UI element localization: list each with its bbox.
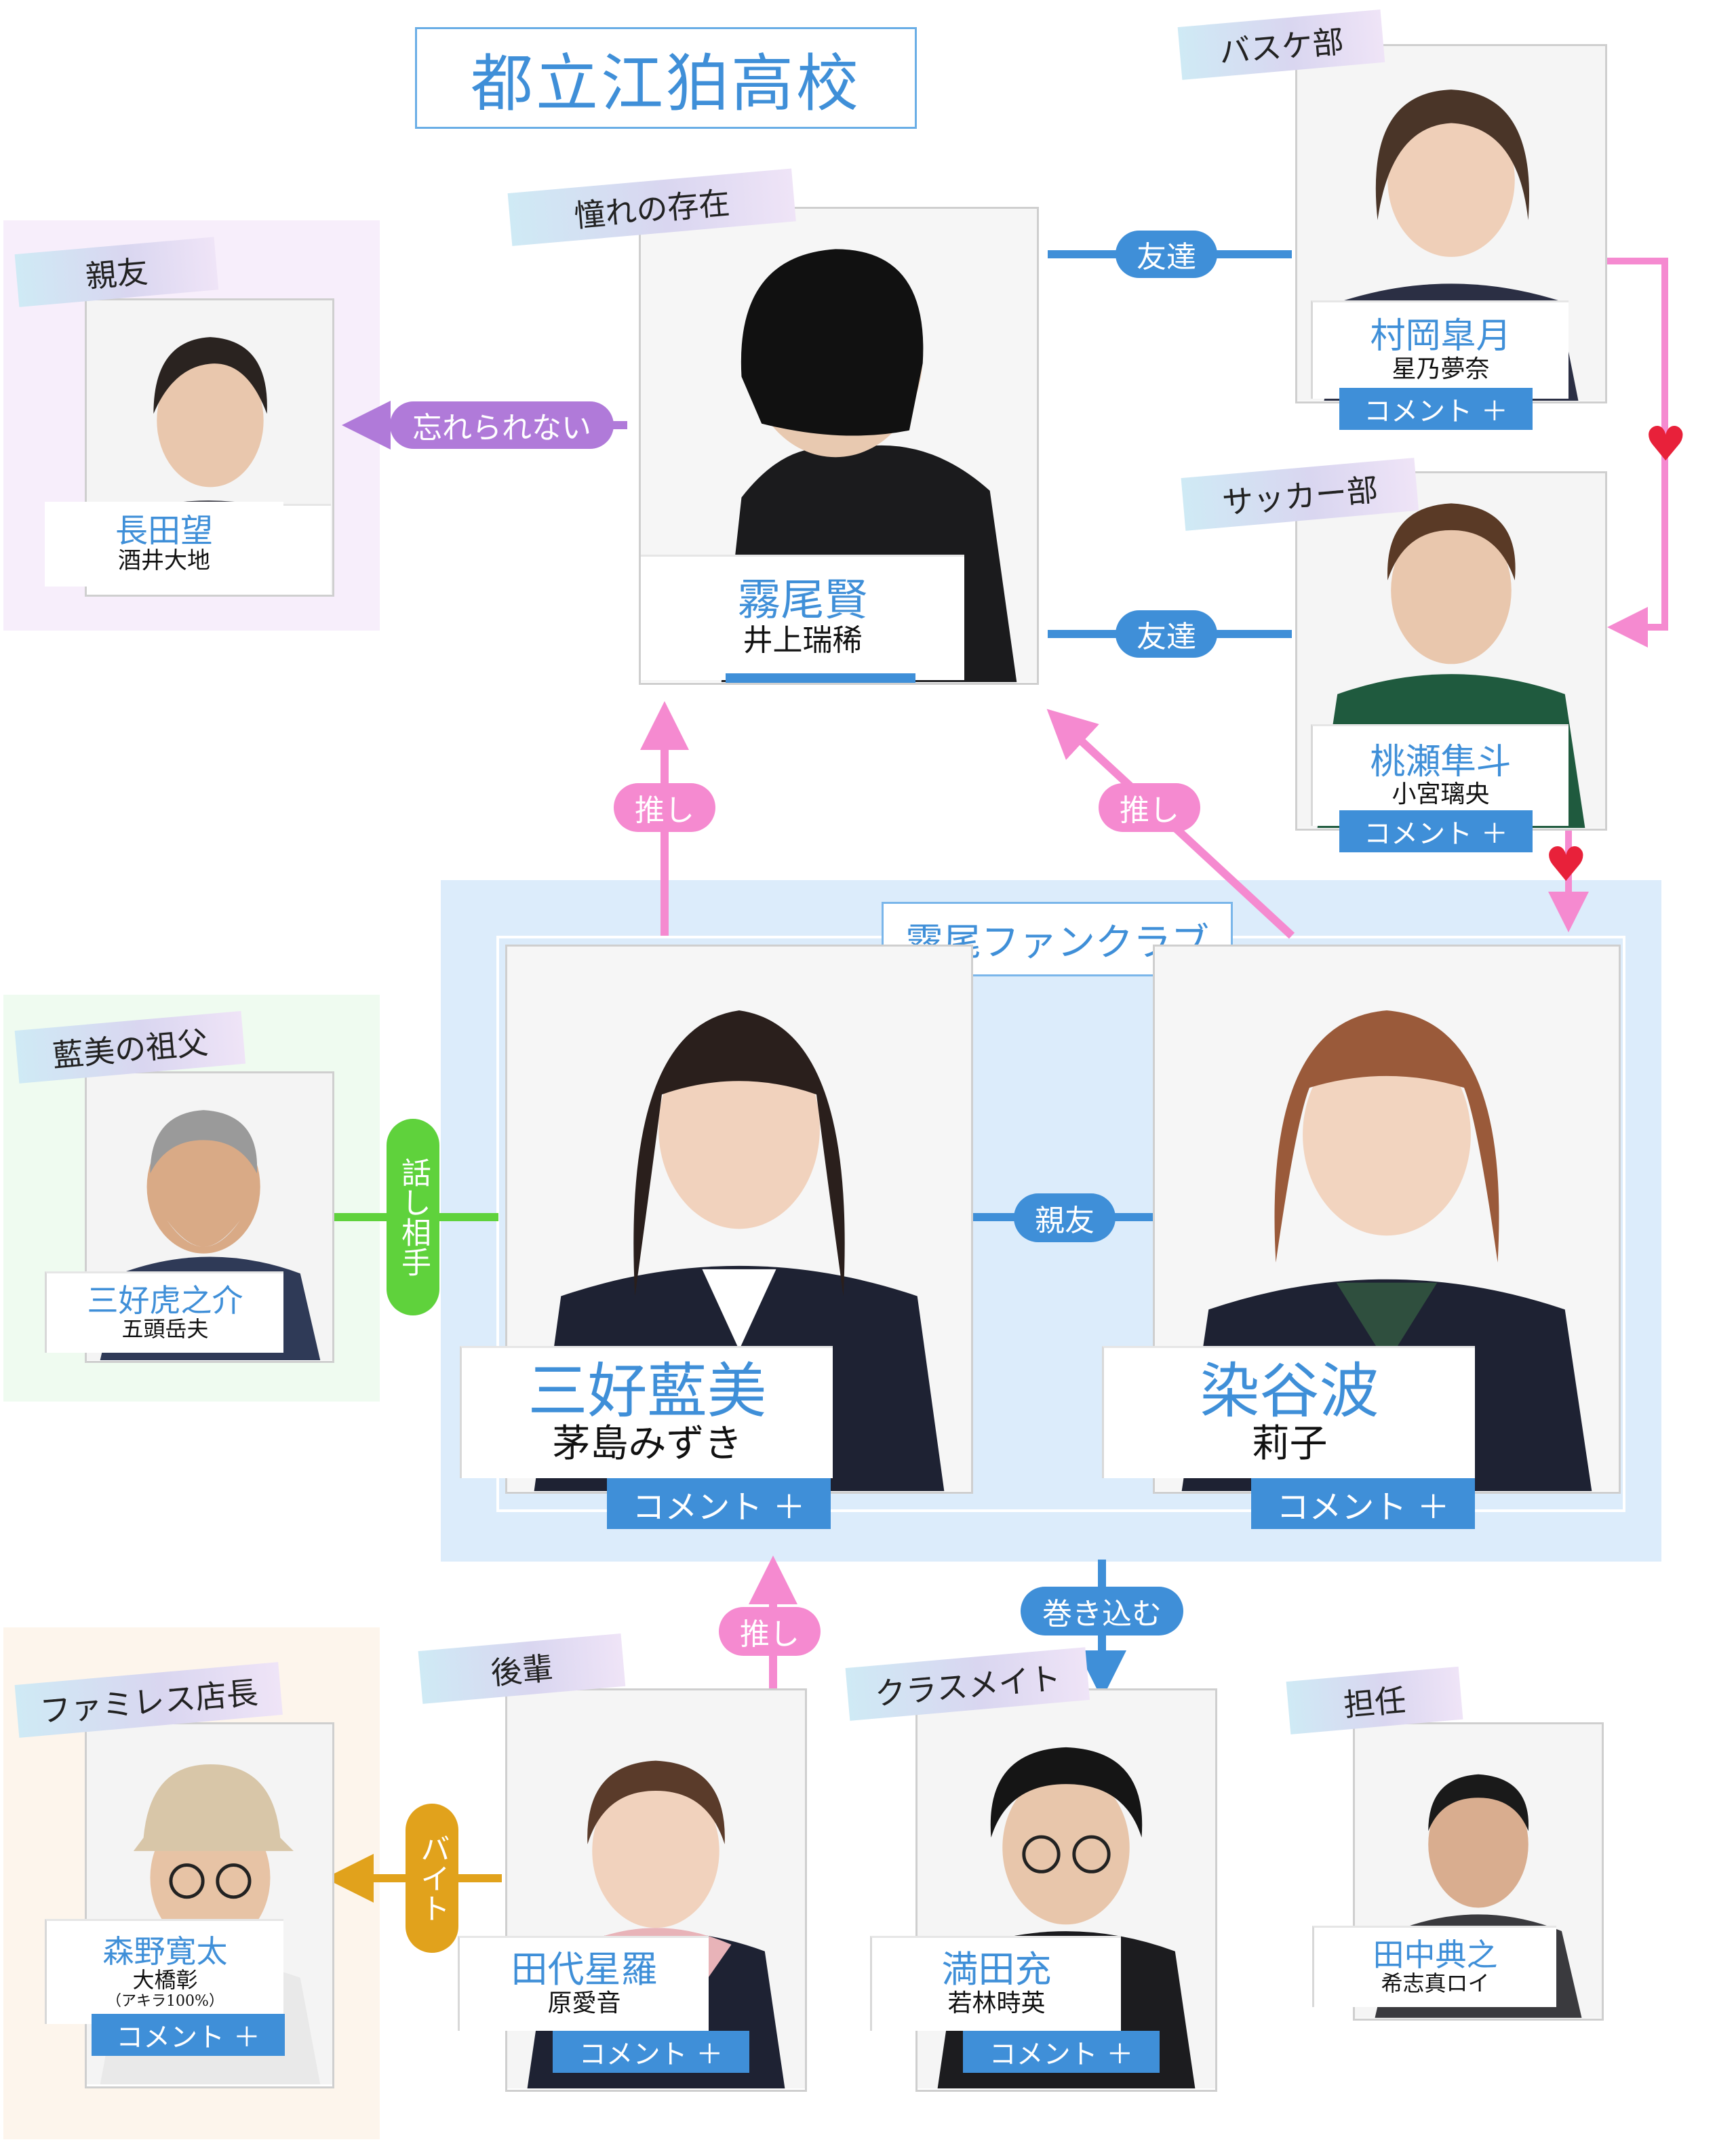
namebox-nagata-text: 長田望 酒井大地 — [45, 502, 283, 587]
relation-cant-forget: 忘れられない — [390, 401, 614, 449]
card-muraoka[interactable]: 村岡皐月 星乃夢奈 — [1295, 44, 1607, 403]
comment-button-miyoshi-ami[interactable]: コメント ＋ — [607, 1478, 831, 1529]
role-tashiro: 田代星羅 — [511, 1948, 658, 1991]
relation-friend-mid: 友達 — [1116, 610, 1217, 658]
role-nagata: 長田望 — [115, 511, 213, 550]
actor-momose: 小宮璃央 — [1392, 780, 1490, 809]
role-morino: 森野寛太 — [102, 1932, 228, 1970]
role-kirio: 霧尾賢 — [737, 576, 868, 627]
love-arrow-muraoka-momose — [1607, 258, 1668, 648]
namebox-grandpa: 三好虎之介 五頭岳夫 — [45, 1271, 283, 1353]
relation-oshi-left: 推し — [614, 783, 715, 832]
relation-involve: 巻き込む — [1021, 1587, 1183, 1635]
namebox-mitsuta: 満田充 若林時英 — [870, 1936, 1121, 2031]
comment-button-mitsuta[interactable]: コメント ＋ — [963, 2031, 1160, 2073]
relation-oshi-right: 推し — [1099, 783, 1200, 832]
namebox-momose: 桃瀬隼斗 小宮璃央 — [1311, 724, 1569, 826]
namebox-muraoka: 村岡皐月 星乃夢奈 — [1311, 300, 1569, 399]
namebox-kirio: 霧尾賢 井上瑞稀 — [641, 555, 964, 680]
actor-tanaka: 希志真ロイ — [1381, 1970, 1490, 1997]
namebox-miyoshi-ami: 三好藍美 茅島みずき — [460, 1346, 833, 1478]
role-miyoshi-ami: 三好藍美 — [528, 1355, 767, 1426]
relation-best-friend: 親友 — [1014, 1193, 1116, 1242]
actor-mitsuta: 若林時英 — [947, 1989, 1046, 2018]
role-grandpa: 三好虎之介 — [87, 1282, 243, 1319]
comment-button-muraoka[interactable]: コメント ＋ — [1339, 388, 1533, 430]
role-momose: 桃瀬隼斗 — [1370, 741, 1512, 782]
actor-miyoshi-ami: 茅島みずき — [552, 1422, 743, 1466]
actor-nagata: 酒井大地 — [118, 547, 210, 575]
relation-friend-top: 友達 — [1116, 231, 1217, 278]
card-morino[interactable] — [85, 1722, 334, 2088]
namebox-someya: 染谷波 莉子 — [1102, 1346, 1475, 1478]
school-title-box: 都立江狛高校 — [415, 27, 917, 129]
role-someya: 染谷波 — [1200, 1355, 1379, 1426]
role-mitsuta: 満田充 — [941, 1948, 1052, 1991]
role-tanaka: 田中典之 — [1373, 1936, 1498, 1973]
school-title: 都立江狛高校 — [470, 47, 861, 120]
actor-note-morino: （アキラ100%） — [106, 1992, 224, 2010]
actor-muraoka: 星乃夢奈 — [1392, 355, 1490, 383]
actor-kirio: 井上瑞稀 — [743, 623, 863, 658]
heart-icon: ♥ — [1545, 837, 1587, 892]
heart-icon: ♥ — [1644, 416, 1687, 472]
relation-talk-partner: 話し相手 — [387, 1119, 439, 1315]
actor-tashiro: 原愛音 — [547, 1989, 621, 2018]
card-momose[interactable]: 桃瀬隼斗 小宮璃央 — [1295, 471, 1607, 831]
relation-part-time: バイト — [406, 1804, 458, 1953]
card-kirio[interactable]: 霧尾賢 井上瑞稀 コメント ＋ — [639, 207, 1039, 685]
namebox-tashiro: 田代星羅 原愛音 — [458, 1936, 709, 2031]
actor-grandpa: 五頭岳夫 — [121, 1316, 209, 1343]
actor-morino: 大橋彰 — [132, 1967, 198, 1994]
namebox-tanaka: 田中典之 希志真ロイ — [1312, 1926, 1556, 2007]
comment-button-momose[interactable]: コメント ＋ — [1339, 810, 1533, 852]
namebox-morino: 森野寛太 大橋彰 （アキラ100%） — [45, 1919, 283, 2024]
role-muraoka: 村岡皐月 — [1370, 316, 1512, 357]
relation-oshi-bottom: 推し — [719, 1607, 821, 1656]
comment-button-kirio[interactable]: コメント ＋ — [726, 673, 915, 683]
comment-button-morino[interactable]: コメント ＋ — [92, 2014, 285, 2056]
comment-button-someya[interactable]: コメント ＋ — [1251, 1478, 1475, 1529]
comment-button-tashiro[interactable]: コメント ＋ — [553, 2031, 749, 2073]
actor-someya: 莉子 — [1251, 1422, 1328, 1466]
